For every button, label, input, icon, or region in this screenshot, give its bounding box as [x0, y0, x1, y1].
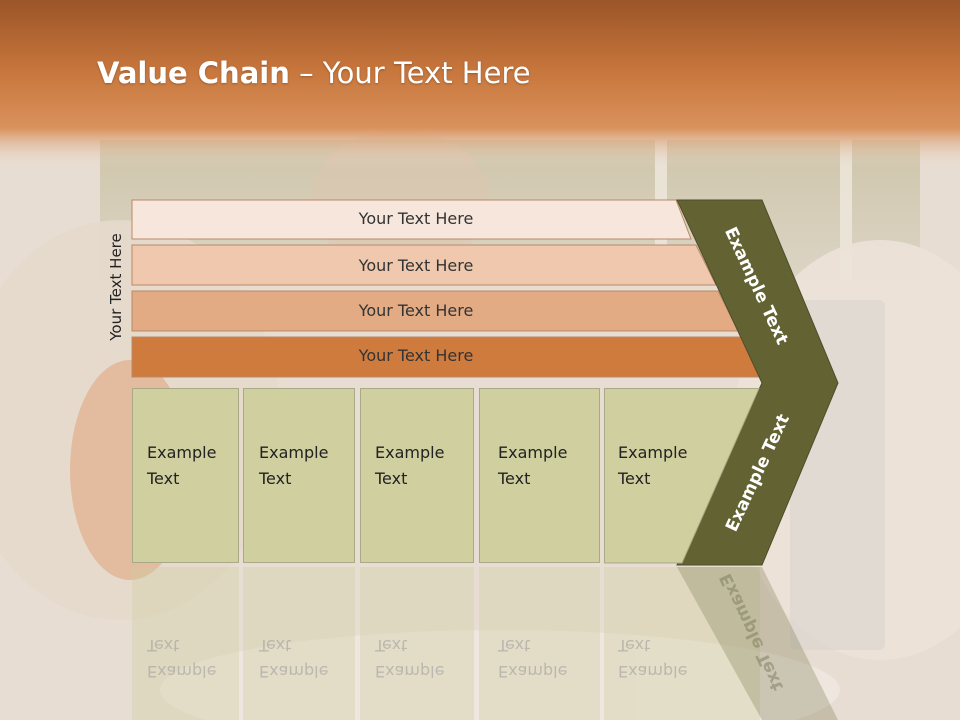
refl-2-line2: Text — [259, 636, 292, 655]
activity-box-1 — [132, 388, 239, 563]
bar-label-3: Your Text Here — [358, 301, 474, 320]
refl-1-line2: Text — [147, 636, 180, 655]
box-3-line1: Example — [375, 443, 445, 462]
box-reflection-2 — [243, 567, 355, 720]
bar-label-2: Your Text Here — [358, 256, 474, 275]
refl-4-line1: Example — [498, 662, 568, 681]
reflection-text-2: Example Text — [259, 632, 328, 684]
activity-box-4 — [479, 388, 600, 563]
title-rest: – Your Text Here — [289, 56, 531, 90]
activity-box-3 — [360, 388, 474, 563]
refl-5-line2: Text — [618, 636, 651, 655]
box-4-line2: Text — [498, 469, 531, 488]
box-4-line1: Example — [498, 443, 568, 462]
reflection-text-4: Example Text — [498, 632, 567, 684]
box-reflection-1 — [132, 567, 239, 720]
refl-3-line1: Example — [375, 662, 445, 681]
box-2-line1: Example — [259, 443, 329, 462]
process-bar-1 — [131, 199, 692, 240]
box-2-line2: Text — [259, 469, 292, 488]
box-3-line2: Text — [375, 469, 408, 488]
refl-4-line2: Text — [498, 636, 531, 655]
bar-label-1: Your Text Here — [358, 209, 474, 228]
slide-title: Value Chain – Your Text Here — [97, 56, 531, 90]
side-label: Your Text Here — [107, 233, 125, 341]
reflection-text-5: Example Text — [618, 632, 687, 684]
reflection-text-1: Example Text — [147, 632, 216, 684]
box-5-line2: Text — [618, 469, 651, 488]
box-1-line1: Example — [147, 443, 217, 462]
title-bold: Value Chain — [97, 56, 290, 90]
chevron-arrow — [676, 199, 839, 566]
refl-2-line1: Example — [259, 662, 329, 681]
box-1-line2: Text — [147, 469, 180, 488]
refl-1-line1: Example — [147, 662, 217, 681]
box-reflection-5 — [604, 567, 760, 720]
box-reflection-4 — [479, 567, 600, 720]
box-5-line1: Example — [618, 443, 688, 462]
box-reflection-3 — [360, 567, 474, 720]
refl-5-line1: Example — [618, 662, 688, 681]
refl-3-line2: Text — [375, 636, 408, 655]
reflection-text-3: Example Text — [375, 632, 444, 684]
activity-box-2 — [243, 388, 355, 563]
activity-box-5 — [604, 388, 760, 564]
bar-label-4: Your Text Here — [358, 346, 474, 365]
